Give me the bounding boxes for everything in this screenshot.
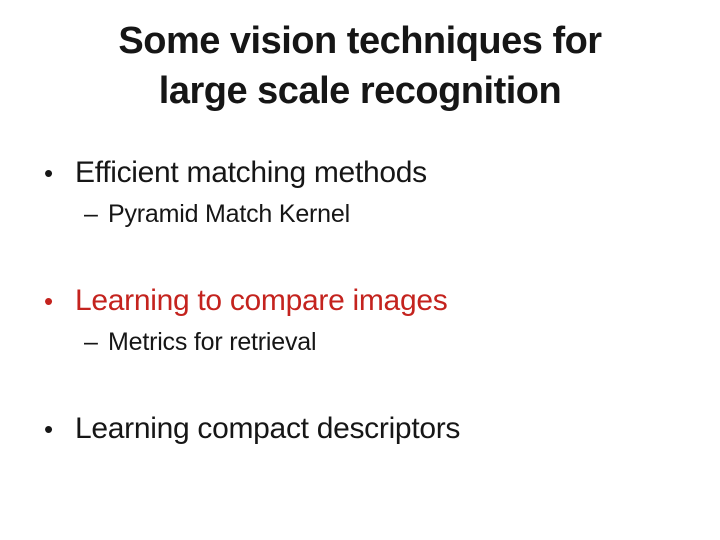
bullet-text: Learning to compare images (75, 284, 448, 317)
bullet-list: • Efficient matching methods – Pyramid M… (44, 153, 704, 449)
title-line-2: large scale recognition (158, 70, 562, 112)
bullet-item: – Metrics for retrieval (44, 326, 704, 359)
dash-icon: – (84, 328, 98, 356)
slide-title: Some vision techniques for large scale r… (40, 16, 680, 116)
bullet-item: • Learning to compare images (44, 281, 704, 321)
bullet-text: Pyramid Match Kernel (108, 200, 350, 228)
dash-icon: – (84, 200, 98, 228)
bullet-item: • Learning compact descriptors (44, 409, 704, 449)
bullet-dot-icon: • (44, 158, 53, 188)
bullet-text: Metrics for retrieval (108, 328, 317, 356)
bullet-item: – Pyramid Match Kernel (44, 198, 704, 231)
bullet-text: Efficient matching methods (75, 156, 427, 189)
bullet-dot-icon: • (44, 286, 53, 316)
bullet-item: • Efficient matching methods (44, 153, 704, 193)
bullet-text: Learning compact descriptors (75, 412, 461, 445)
bullet-dot-icon: • (44, 414, 53, 444)
title-line-1: Some vision techniques for (118, 20, 602, 62)
